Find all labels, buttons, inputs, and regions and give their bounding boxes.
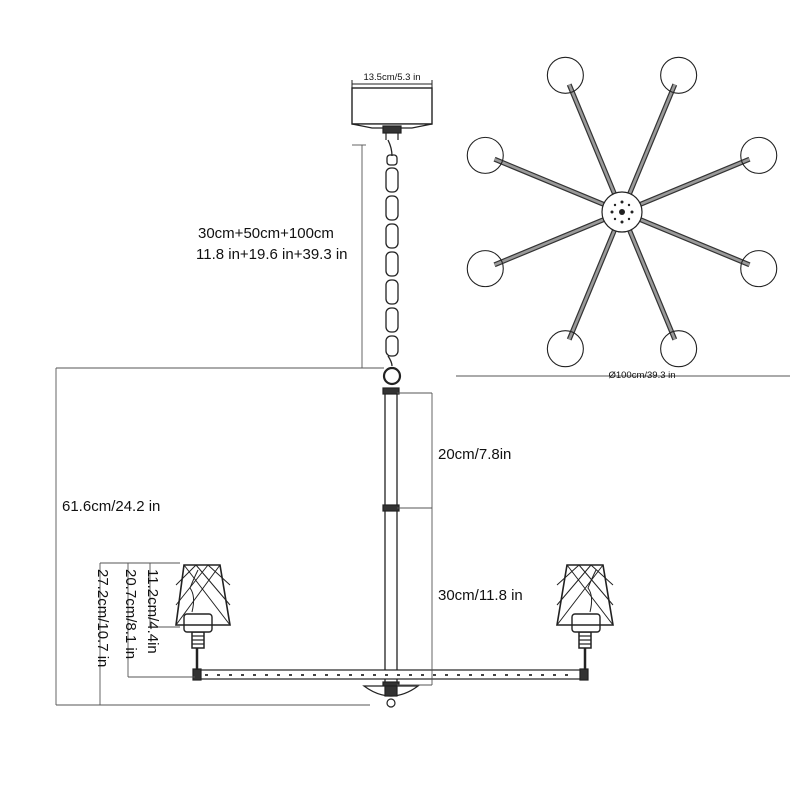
arm-to-shade-top-label: 20.7cm/8.1 in [122, 569, 139, 659]
top-view-hub [601, 191, 643, 233]
side-view [175, 80, 614, 708]
rod-joint [382, 504, 400, 512]
top-view-arm-fill [567, 229, 616, 340]
upper-rod-label: 20cm/7.8in [438, 446, 511, 463]
canopy-width-label: 13.5cm/5.3 in [363, 72, 420, 83]
canopy [351, 80, 433, 140]
top-view-arm-fill [494, 218, 605, 267]
body-height-label: 61.6cm/24.2 in [62, 498, 160, 515]
top-view-shade [740, 136, 778, 174]
dimension-lines [55, 144, 790, 706]
top-view-shade [466, 250, 504, 288]
hanging-ring [382, 366, 402, 386]
top-view [466, 56, 778, 368]
top-view-shade [740, 250, 778, 288]
center-rod [382, 387, 400, 689]
top-view-arm-fill [567, 84, 616, 195]
left-lamp [175, 564, 231, 670]
top-view-arm-fill [639, 157, 750, 206]
chain [382, 139, 402, 386]
chain-length-cm-label: 30cm+50cm+100cm [198, 225, 334, 242]
canopy-body [351, 87, 433, 125]
arms [192, 668, 589, 681]
top-view-shade [546, 56, 584, 94]
diameter-label: Ø100cm/39.3 in [608, 370, 675, 381]
chain-length-in-label: 11.8 in+19.6 in+39.3 in [196, 246, 348, 263]
bottom-cap [362, 685, 420, 708]
arm-total-label: 27.2cm/10.7 in [94, 569, 111, 667]
top-view-shade [466, 136, 504, 174]
canopy-mount [382, 125, 402, 134]
dimension-labels: 13.5cm/5.3 in 30cm+50cm+100cm 11.8 in+19… [62, 72, 676, 667]
right-lamp [556, 564, 614, 670]
top-view-shade [660, 56, 698, 94]
top-view-arm-fill [494, 157, 605, 206]
top-view-arm-fill [639, 218, 750, 267]
top-view-shade [546, 330, 584, 368]
top-view-arm-fill [628, 84, 677, 195]
top-view-arm-fill [628, 229, 677, 340]
top-view-arms [466, 56, 778, 368]
shade-height-label: 11.2cm/4.4in [144, 569, 161, 654]
top-view-shade [660, 330, 698, 368]
lower-rod-label: 30cm/11.8 in [438, 587, 523, 604]
